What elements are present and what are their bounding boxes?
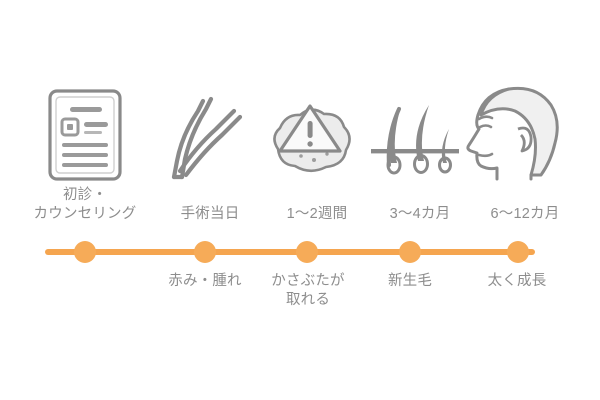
time-label-surgery-day: 手術当日 [180,206,240,222]
timeline-dot-1-2-weeks [296,241,318,263]
tweezers-forceps-icon [160,87,250,183]
timeline-line [45,249,535,255]
timeline-dot-consultation [74,241,96,263]
timeline-dot-3-4-months [399,241,421,263]
stage-icon-scab [255,78,365,183]
timeline-dot-surgery-day [194,241,216,263]
stage-icon-consultation [30,78,140,183]
symptom-label-thick-growth: 太く成長 [487,273,547,289]
stage-icon-head-profile [460,78,570,183]
stage-symptom-labels: 赤み・腫れ かさぶたが 取れる 新生毛 太く成長 [0,272,600,332]
document-clipboard-icon [46,87,124,183]
hair-follicles-icon [371,93,459,183]
timeline-dot-6-12-months [507,241,529,263]
stage-icon-surgery-day [150,78,260,183]
timeline-track [0,236,600,268]
time-label-6-12-months: 6〜12カ月 [490,206,560,222]
symptom-label-scab-falls-off: かさぶたが 取れる [271,273,345,308]
head-profile-hair-icon [465,83,565,183]
time-label-3-4-months: 3〜4カ月 [389,206,451,222]
time-label-consultation: 初診・ カウンセリング [33,187,137,222]
icon-row [0,78,600,183]
symptom-label-new-hair: 新生毛 [387,273,433,289]
time-label-1-2-weeks: 1〜2週間 [286,206,348,222]
scab-warning-icon [264,93,356,183]
stage-time-labels: 初診・ カウンセリング 手術当日 1〜2週間 3〜4カ月 6〜12カ月 [0,186,600,234]
symptom-label-redness-swelling: 赤み・腫れ [168,273,242,289]
stage-icon-new-hair [360,78,470,183]
